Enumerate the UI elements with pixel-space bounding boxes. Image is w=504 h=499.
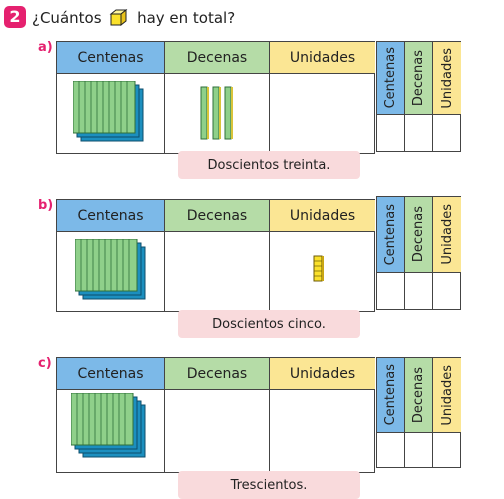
cell-decenas — [165, 390, 270, 472]
vheader-unidades: Unidades — [439, 204, 455, 265]
cube-icon — [109, 8, 128, 27]
item-letter-a: a) — [38, 40, 53, 55]
vheader-centenas: Centenas — [383, 364, 398, 426]
answer-box-b: Doscientos cinco. — [178, 310, 360, 338]
header-decenas: Decenas — [165, 200, 270, 232]
vheader-unidades: Unidades — [439, 364, 455, 426]
hundred-flats-icon — [75, 239, 146, 300]
item-letter-b: b) — [38, 198, 54, 213]
header-unidades: Unidades — [270, 42, 375, 74]
vcell-unidades[interactable] — [433, 433, 461, 467]
vertical-table-b: Centenas Decenas Unidades — [376, 196, 461, 310]
vheader-centenas: Centenas — [383, 203, 398, 266]
cell-unidades — [270, 390, 375, 472]
item-letter-c: c) — [38, 356, 52, 371]
vcell-decenas[interactable] — [405, 433, 433, 467]
header-centenas: Centenas — [57, 358, 165, 390]
vcell-centenas[interactable] — [377, 115, 405, 151]
cell-centenas — [57, 232, 165, 311]
vcell-decenas[interactable] — [405, 273, 433, 309]
cell-unidades — [270, 74, 375, 153]
vheader-centenas: Centenas — [383, 47, 398, 109]
ten-rods-icon — [200, 86, 233, 140]
exercise-number: 2 — [4, 6, 26, 28]
instruction-after: hay en total? — [137, 9, 236, 27]
answer-box-a: Doscientos treinta. — [178, 151, 360, 179]
cell-decenas — [165, 232, 270, 311]
answer-box-c: Trescientos. — [178, 471, 360, 499]
vheader-decenas: Decenas — [411, 206, 426, 263]
cell-centenas — [57, 390, 165, 472]
header-decenas: Decenas — [165, 42, 270, 74]
vheader-decenas: Decenas — [411, 49, 426, 107]
instruction: ¿Cuántos hay en total? — [32, 7, 235, 29]
unit-cubes-icon — [313, 255, 324, 282]
vertical-table-c: Centenas Decenas Unidades — [376, 357, 461, 468]
header-decenas: Decenas — [165, 358, 270, 390]
vcell-centenas[interactable] — [377, 273, 405, 309]
header-unidades: Unidades — [270, 358, 375, 390]
place-value-table-c: Centenas Decenas Unidades — [56, 357, 375, 473]
header-unidades: Unidades — [270, 200, 375, 232]
cell-decenas — [165, 74, 270, 153]
instruction-before: ¿Cuántos — [32, 9, 102, 27]
vheader-decenas: Decenas — [411, 366, 426, 424]
vheader-unidades: Unidades — [439, 47, 455, 109]
vcell-centenas[interactable] — [377, 433, 405, 467]
cell-centenas — [57, 74, 165, 153]
hundred-flats-icon — [71, 393, 146, 458]
vertical-table-a: Centenas Decenas Unidades — [376, 41, 461, 152]
place-value-table-b: Centenas Decenas Unidades — [56, 199, 375, 312]
place-value-table-a: Centenas Decenas Unidades — [56, 41, 375, 154]
hundred-flats-icon — [73, 81, 144, 142]
vcell-unidades[interactable] — [433, 115, 461, 151]
header-centenas: Centenas — [57, 200, 165, 232]
vcell-decenas[interactable] — [405, 115, 433, 151]
header-centenas: Centenas — [57, 42, 165, 74]
cell-unidades — [270, 232, 375, 311]
vcell-unidades[interactable] — [433, 273, 461, 309]
